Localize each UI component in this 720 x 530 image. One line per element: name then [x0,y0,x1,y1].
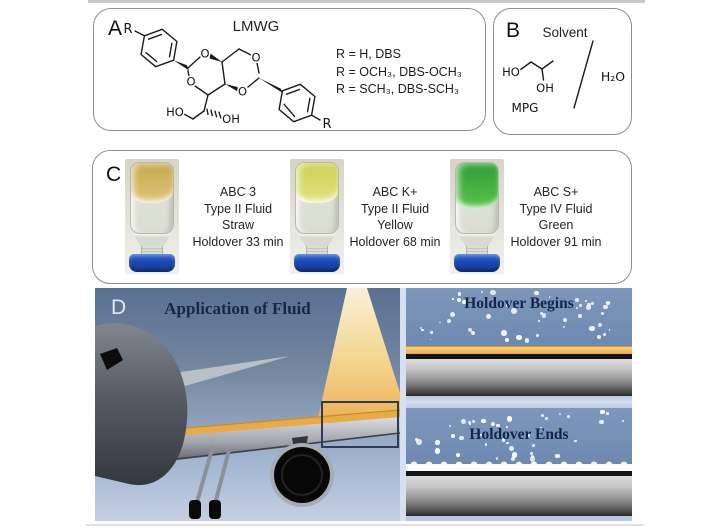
top-border-strip [88,0,645,3]
vial-color: Green [538,218,574,232]
panel-c-fluids: C ABC 3 Type II Fluid Straw Holdover 33 … [92,150,632,284]
vial-neck [141,246,163,255]
vial-shoulder [132,234,172,247]
vial-name: ABC 3 [219,185,257,199]
oh-label: OH [222,112,240,126]
vial-cap [294,254,340,272]
vial-liquid [296,163,338,203]
vial-cap [454,254,500,272]
panel-b-solvent: B Solvent HO OH MPG H₂O [493,8,632,135]
vial-cap [129,254,175,272]
fluid-layer [406,346,632,354]
gear-wheel [189,500,201,519]
vial-liquid [131,163,173,203]
fuselage [95,323,188,486]
solvent-title: Solvent [542,25,588,40]
snow-sky: Holdover Begins [406,288,632,346]
ice-accumulation [406,459,632,471]
panel-b-label: B [506,19,521,42]
panel-divider [400,288,406,521]
vial-neck [306,246,328,255]
vial-type: Type II Fluid [203,201,273,216]
engine-fan [281,454,323,496]
r-line-3: R = SCH₃, DBS-SCH₃ [336,82,460,96]
holdover-begins-panel: Holdover Begins [406,288,632,396]
spray-cone [318,288,400,418]
vial-photo-abc3 [125,159,179,274]
vial-photo-abck [290,159,344,274]
vial-name: ABC K+ [372,185,418,199]
cockpit-window [100,348,123,370]
wing-fluid-layer [150,410,400,439]
aircraft-illustration [95,288,400,519]
r-line-2: R = OCH₃, DBS-OCH₃ [336,64,462,79]
wing-underside-edge [159,432,400,462]
r-line-1: R = H, DBS [336,47,401,61]
zoom-rectangle [321,401,399,448]
gear-strut [195,445,215,503]
wing-skin-line [406,354,632,359]
mpg-label: MPG [512,101,539,115]
holdover-ends-title: Holdover Ends [469,426,569,443]
vial-holdover: Holdover 91 min [510,234,602,249]
ho-label: HO [166,105,184,119]
dbs-structure-drawing: R O O O O HO OH R [122,21,333,134]
panel-gap [406,396,632,408]
snow-sky: Holdover Ends [406,408,632,464]
bottom-border-strip [86,524,644,526]
panel-d-illustration: D Application of Fluid Holdover Begins H… [95,288,632,521]
panel-c-label: C [106,163,122,186]
wing-skin-line [406,471,632,476]
gear-wheel [209,500,221,519]
vial-type: Type IV Fluid [519,201,593,216]
vial-shoulder [457,234,497,247]
lmwg-title: LMWG [232,18,280,35]
vial-caption-abck: ABC K+ Type II Fluid Yellow Holdover 68 … [330,184,460,250]
vial-caption-abc3: ABC 3 Type II Fluid Straw Holdover 33 mi… [173,184,303,250]
o3-label: O [251,51,260,65]
panel-d-label: D [111,296,127,319]
vial-color: Yellow [377,218,413,232]
r-bottom-label: R [322,117,331,132]
vial-neck [466,246,488,255]
vial-liquid [456,163,498,210]
holdover-begins-title: Holdover Begins [464,295,574,312]
o2-label: O [186,75,195,89]
o4-label: O [238,85,247,99]
wing-surface [406,359,632,396]
r-top-label: R [123,22,132,37]
o1-label: O [200,47,209,61]
holdover-sequence: Holdover Begins Holdover Ends [406,288,632,521]
vial-shoulder [297,234,337,247]
vial-type: Type II Fluid [360,201,430,216]
vial-glass-body [455,162,499,234]
panel-a-lmwg: A LMWG R = H, DBS R = OCH₃, DBS-OCH₃ R =… [93,8,486,134]
r-substituent-list: R = H, DBS R = OCH₃, DBS-OCH₃ R = SCH₃, … [336,46,462,99]
vial-caption-abcs: ABC S+ Type IV Fluid Green Holdover 91 m… [491,184,621,250]
application-scene: D Application of Fluid [95,288,400,521]
mpg-structure-drawing: HO OH MPG H₂O [501,40,627,117]
panel-a-label: A [108,17,123,40]
gear-strut [213,449,231,505]
vial-holdover: Holdover 33 min [192,234,284,249]
vial-color: Straw [222,218,254,232]
water-label: H₂O [601,69,625,84]
mpg-ho-label: HO [502,65,520,79]
application-of-fluid-title: Application of Fluid [164,299,311,318]
vial-glass-body [130,162,174,234]
vial-holdover: Holdover 68 min [349,234,441,249]
vial-name: ABC S+ [533,185,579,199]
vial-glass-body [295,162,339,234]
vial-photo-abcs [450,159,504,274]
wing-surface [406,476,632,516]
sky-strip [406,516,632,521]
fluid-edge-line [149,409,400,432]
holdover-ends-panel: Holdover Ends [406,408,632,521]
mpg-oh-label: OH [536,81,554,95]
